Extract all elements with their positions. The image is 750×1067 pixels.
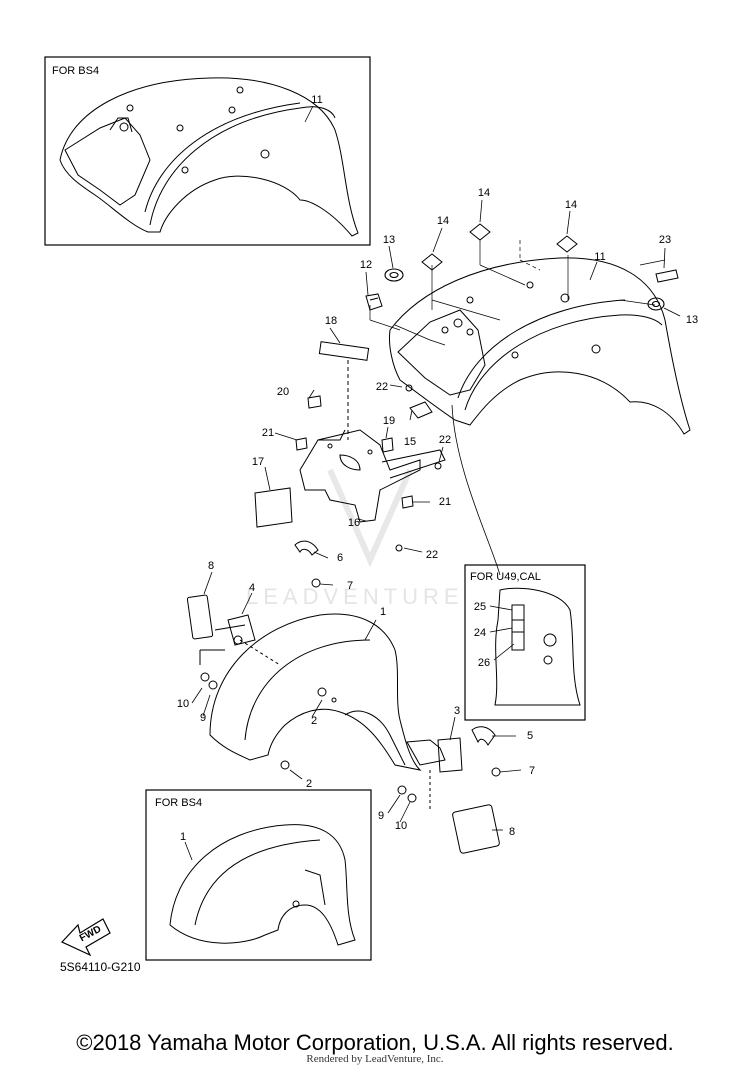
callout-14c: 14 <box>565 199 577 211</box>
callout-10b: 10 <box>395 820 407 832</box>
callout-24: 24 <box>474 627 486 639</box>
inset-top-bs4: FOR BS4 11 <box>44 56 371 246</box>
callout-11: 11 <box>594 251 605 263</box>
inset-right-title: FOR U49,CAL <box>470 571 541 583</box>
fwd-label: FWD <box>78 924 103 944</box>
inset-bottom-title: FOR BS4 <box>155 797 202 809</box>
callout-9: 9 <box>200 712 206 724</box>
decals-14 <box>421 223 679 283</box>
callout-1-inset: 1 <box>180 831 186 843</box>
callout-7b: 7 <box>529 765 535 777</box>
callout-6: 6 <box>337 552 343 564</box>
callout-23: 23 <box>659 234 671 246</box>
callout-20: 20 <box>277 386 289 398</box>
callout-17: 17 <box>252 456 264 468</box>
bracket-assembly-16 <box>254 341 446 552</box>
front-fender-main <box>209 613 422 771</box>
callout-5: 5 <box>527 730 533 742</box>
callout-21b: 21 <box>439 496 451 508</box>
callout-3: 3 <box>454 705 460 717</box>
callout-14a: 14 <box>437 215 449 227</box>
callout-22c: 22 <box>426 549 438 561</box>
callout-13: 13 <box>383 234 395 246</box>
inset-right-u49-cal: FOR U49,CAL 25 24 26 <box>464 564 586 721</box>
callout-7: 7 <box>347 580 353 592</box>
callout-15: 15 <box>404 436 416 448</box>
callout-9b: 9 <box>378 810 384 822</box>
fwd-arrow-icon: FWD <box>60 918 111 957</box>
grommets-13 <box>384 268 665 311</box>
watermark-text: LEADVENTURE <box>246 584 464 609</box>
callout-26: 26 <box>478 657 490 669</box>
inset-bottom-bs4: FOR BS4 1 <box>145 789 372 961</box>
callout-25: 25 <box>474 601 486 613</box>
callout-11-inset: 11 <box>311 94 322 106</box>
callout-2: 2 <box>311 715 317 727</box>
callout-8b: 8 <box>509 826 515 838</box>
wire-loop <box>451 404 501 576</box>
callout-14b: 14 <box>478 187 490 199</box>
callout-10: 10 <box>177 698 189 710</box>
callout-numbers: 1 2 2 3 4 5 6 7 7 8 8 9 9 10 10 11 12 13… <box>177 187 698 838</box>
callout-18: 18 <box>325 315 337 327</box>
diagram-code: 5S64110-G210 <box>60 960 141 974</box>
rendered-by-notice: Rendered by LeadVenture, Inc. <box>306 1053 444 1065</box>
callout-2b: 2 <box>306 778 312 790</box>
inset-top-title: FOR BS4 <box>52 65 99 77</box>
callout-leaders <box>191 199 681 831</box>
callout-22b: 22 <box>439 434 451 446</box>
callout-21: 21 <box>262 427 274 439</box>
callout-22a: 22 <box>376 381 388 393</box>
rear-fender-bs4-drawing <box>59 77 359 237</box>
callout-19: 19 <box>383 415 395 427</box>
clip-12 <box>365 293 383 311</box>
front-left-hardware <box>186 540 321 690</box>
callout-4: 4 <box>249 582 255 594</box>
copyright-notice: ©2018 Yamaha Motor Corporation, U.S.A. A… <box>76 1030 674 1055</box>
watermark-logo: LEADVENTURE <box>246 468 464 609</box>
callout-12: 12 <box>360 259 372 271</box>
callout-13b: 13 <box>686 314 698 326</box>
front-fender-bs4-drawing <box>169 824 356 946</box>
callout-16: 16 <box>348 517 360 529</box>
callout-1: 1 <box>380 606 386 618</box>
inset-right-drawing <box>494 587 581 706</box>
rear-fender-main <box>389 257 691 435</box>
leader-lines-fender <box>369 240 666 346</box>
callout-8: 8 <box>208 560 214 572</box>
front-right-hardware <box>397 726 501 854</box>
